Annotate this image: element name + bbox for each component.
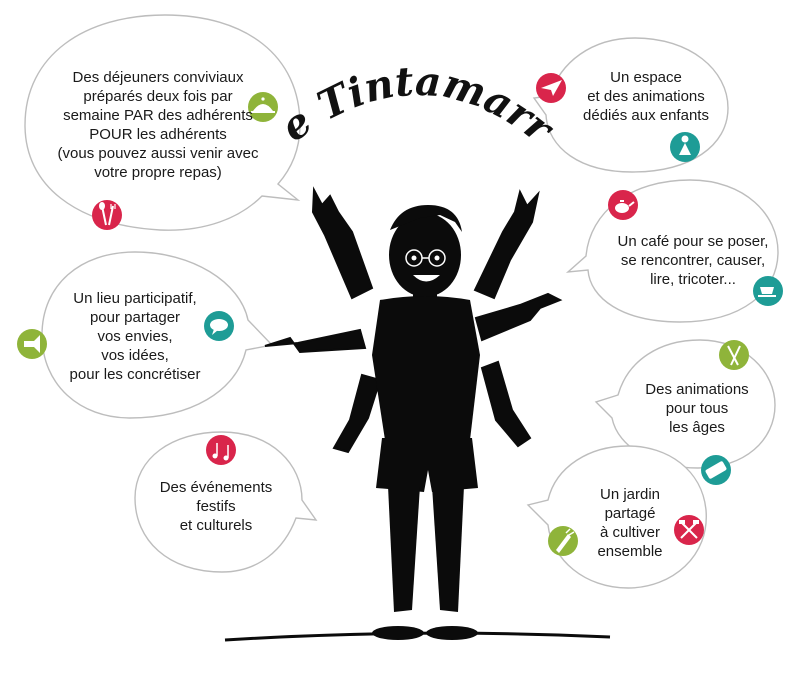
cloche-dish-icon <box>248 92 278 122</box>
bubble-participatif <box>41 251 274 419</box>
silhouette-figure <box>264 186 563 640</box>
speech-bubble-icon <box>204 311 234 341</box>
spoon-fork-icon <box>92 200 122 230</box>
glasses <box>405 249 446 267</box>
meals-text: Des déjeuners conviviaux préparés deux f… <box>57 69 259 181</box>
animations-text: Des animations pour tous les âges <box>645 381 749 436</box>
events-text: Des événements festifs et culturels <box>159 479 273 534</box>
domino-icon <box>701 455 731 485</box>
teacup-icon <box>753 276 783 306</box>
teapot-icon <box>608 190 638 220</box>
cafe-text: Un café pour se poser, se rencontrer, ca… <box>617 233 769 288</box>
bubble-meals <box>24 14 301 231</box>
vegetables-icon <box>548 526 578 556</box>
child-icon <box>670 132 700 162</box>
paintbrushes-icon <box>719 340 749 370</box>
garden-text: Un jardin partagé à cultiver ensemble <box>597 486 663 560</box>
bubble-events <box>134 431 318 573</box>
music-notes-icon <box>206 435 236 465</box>
kids-text: Un espace et des animations dédiés aux e… <box>583 69 709 124</box>
garden-tools-icon <box>674 515 704 545</box>
participatif-text: Un lieu participatif, pour partager vos … <box>69 290 201 383</box>
bubble-animations <box>594 339 776 469</box>
megaphone-icon <box>17 329 47 359</box>
paper-plane-icon <box>536 73 566 103</box>
